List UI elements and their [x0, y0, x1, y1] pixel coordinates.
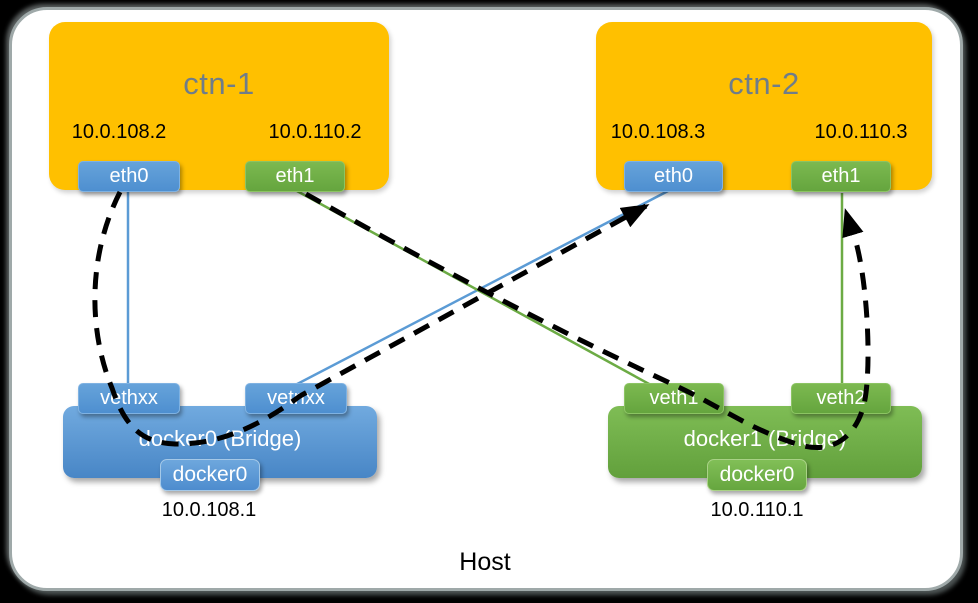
vetnxx-port-tab: vetnxx [245, 383, 347, 414]
ctn2-eth1-tab: eth1 [791, 161, 891, 192]
ctn1-title: ctn-1 [183, 66, 255, 101]
vethxx-port-tab: vethxx [78, 383, 180, 414]
veth2-port-tab: veth2 [791, 383, 891, 414]
docker1-device-tab: docker0 [707, 459, 807, 491]
docker1-ip: 10.0.110.1 [710, 499, 804, 521]
docker0-ip: 10.0.108.1 [161, 499, 257, 521]
ctn1-eth1-ip: 10.0.110.2 [268, 121, 362, 143]
ctn2-eth0-ip: 10.0.108.3 [610, 121, 706, 143]
ctn1-eth0-ip: 10.0.108.2 [71, 121, 167, 143]
ctn2-title: ctn-2 [728, 66, 800, 101]
ctn2-eth1-ip: 10.0.110.3 [814, 121, 908, 143]
bridge-docker1-title: docker1 (Bridge) [683, 426, 847, 451]
ctn1-eth1-tab: eth1 [245, 161, 345, 192]
ctn2-eth0-tab: eth0 [624, 161, 723, 192]
docker0-device-tab: docker0 [160, 459, 260, 491]
host-label: Host [459, 548, 511, 576]
ctn1-eth0-tab: eth0 [78, 161, 180, 192]
veth1-port-tab: veth1 [624, 383, 724, 414]
bridge-docker0-title: docker0 (Bridge) [138, 426, 302, 451]
